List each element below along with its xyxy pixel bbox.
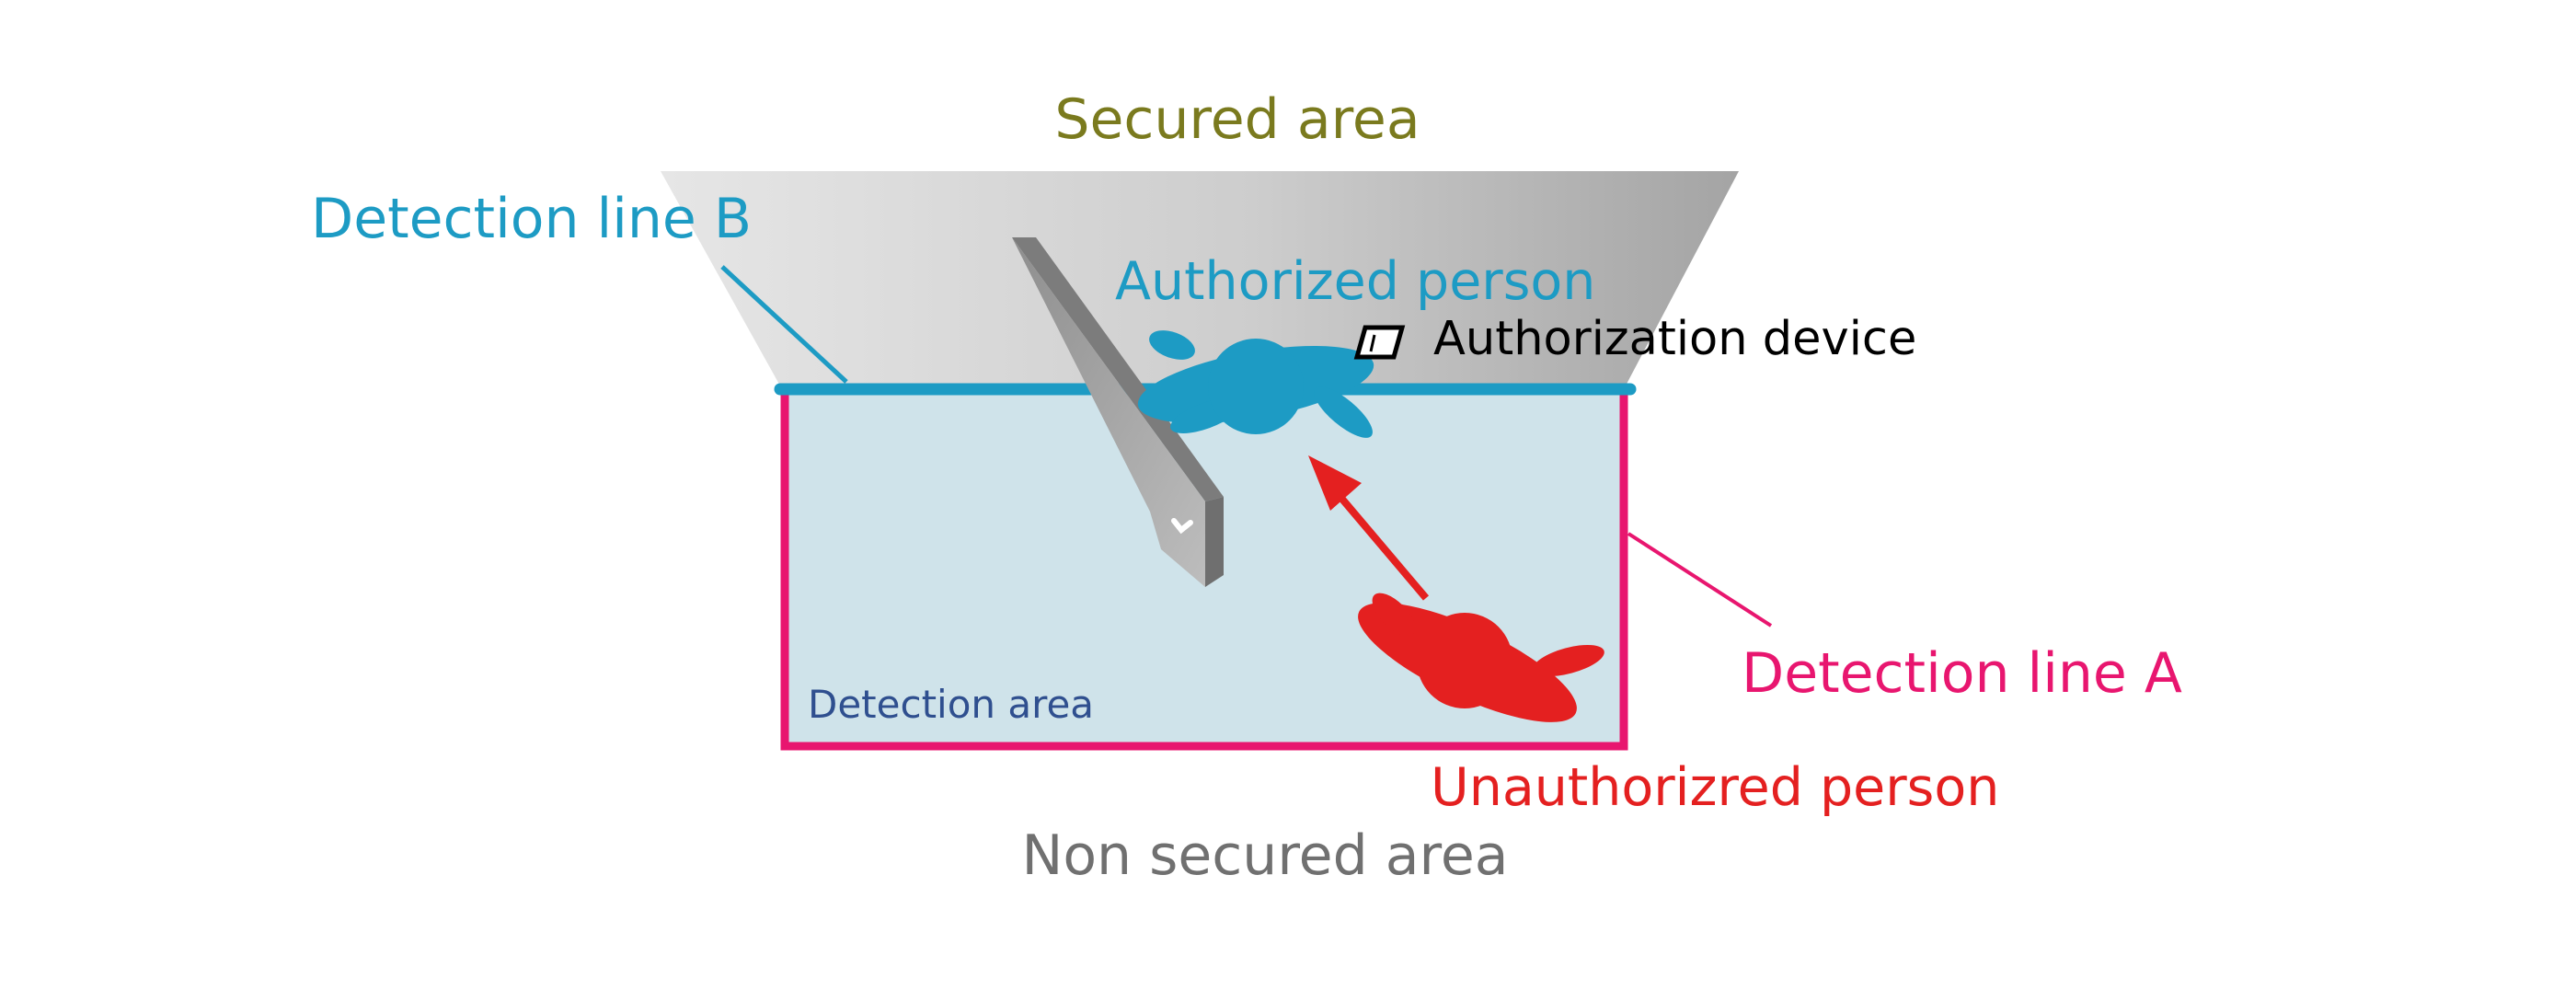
authorized-person-label: Authorized person: [1115, 251, 1595, 312]
detection-line-a-label: Detection line A: [1742, 641, 2182, 706]
unauthorized-person-icon: [1358, 593, 1604, 722]
secured-area-region: [661, 171, 1739, 389]
authorization-device-label: Authorization device: [1433, 312, 1916, 366]
door-handle-icon: [1171, 518, 1193, 535]
tailgating-arrow: [1308, 455, 1430, 601]
unauthorized-person-label: Unauthorizred person: [1431, 757, 1999, 818]
authorization-device-icon: [1353, 325, 1406, 360]
detection-area-label: Detection area: [808, 682, 1094, 727]
door-panel: [1012, 237, 1224, 587]
line-a-leader: [1627, 532, 1773, 627]
secured-area-label: Secured area: [1054, 87, 1420, 152]
non-secured-area-label: Non secured area: [1021, 823, 1508, 888]
line-b-leader: [720, 265, 848, 384]
detection-line-a: [780, 389, 1628, 751]
authorized-person-icon: [1137, 330, 1374, 438]
detection-line-b-label: Detection line B: [311, 187, 752, 251]
